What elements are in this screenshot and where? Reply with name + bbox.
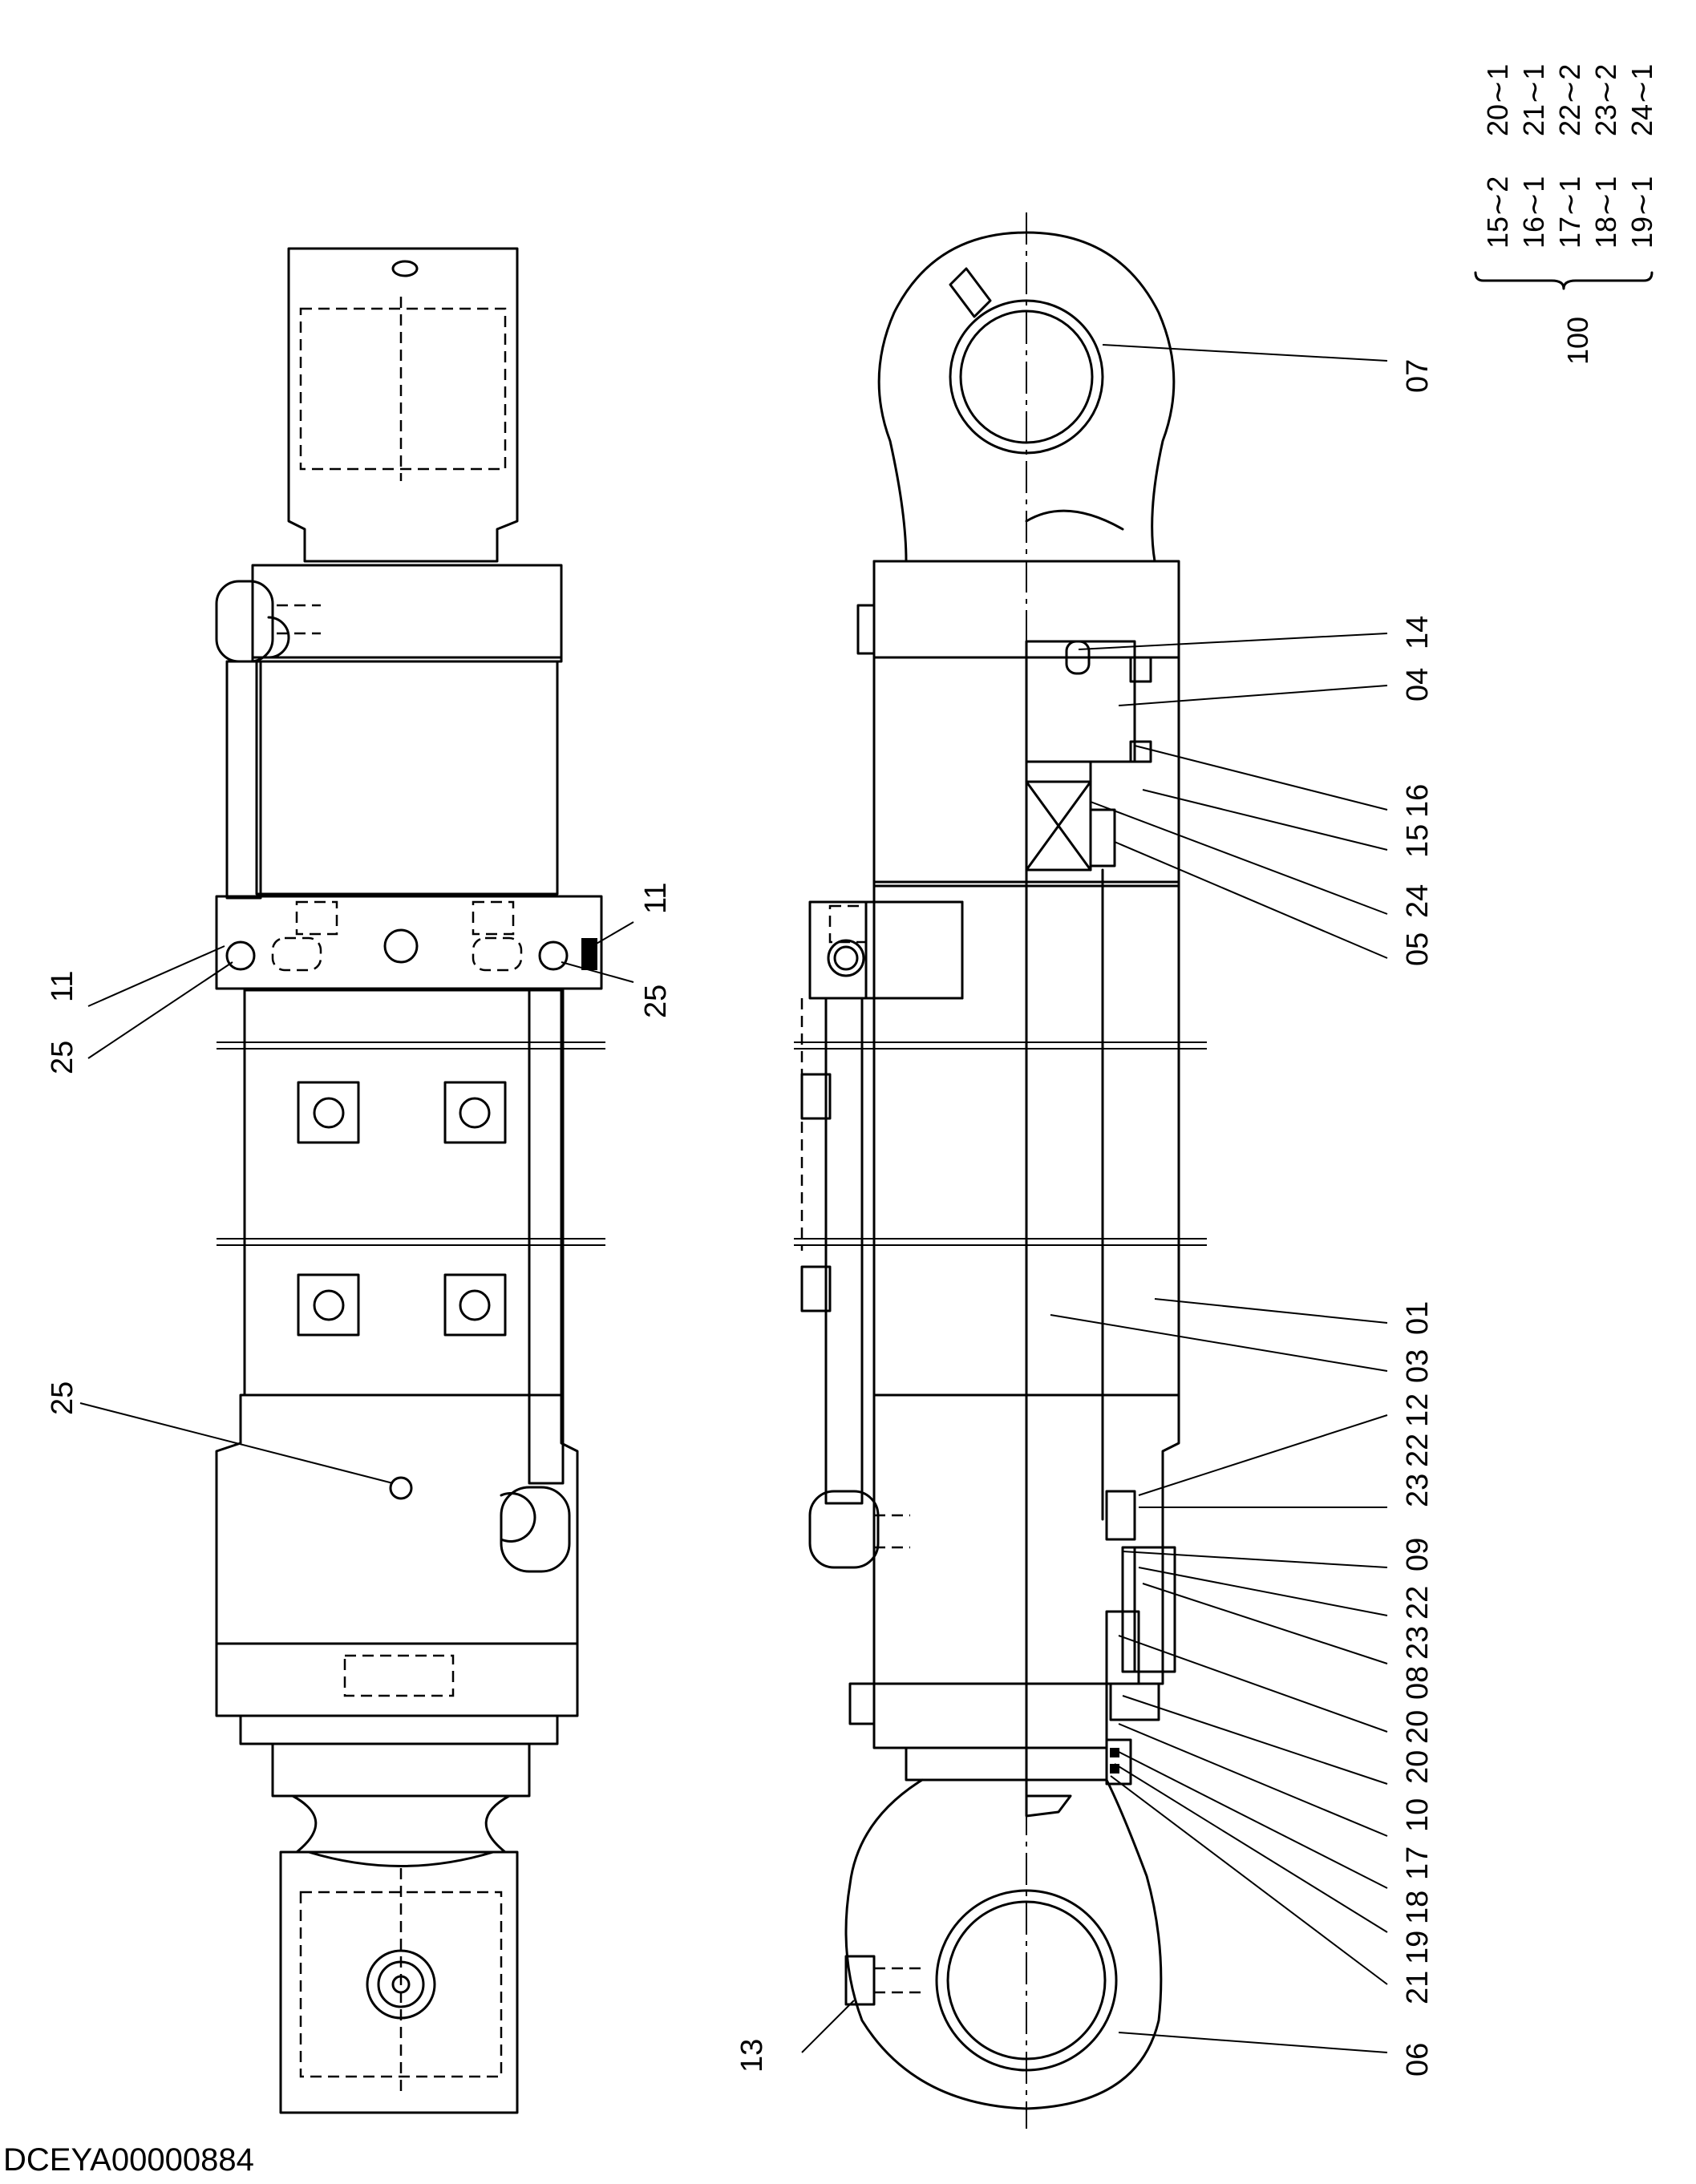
kit-item: 15∼2 [1481, 176, 1514, 249]
part-label: 23 [1401, 1474, 1435, 1507]
kit-item: 18∼1 [1589, 176, 1622, 249]
part-label: 06 [1401, 2043, 1435, 2077]
part-label: 12 [1401, 1393, 1435, 1427]
part-label: 19 [1401, 1931, 1435, 1964]
part-label: 05 [1401, 932, 1435, 966]
kit-item: 16∼1 [1517, 176, 1550, 249]
part-label: 25 [46, 1041, 79, 1074]
part-label: 25 [639, 985, 673, 1018]
part-label: 21 [1401, 1971, 1435, 2004]
kit-item: 24∼1 [1625, 64, 1658, 136]
part-label: 22 [1401, 1586, 1435, 1620]
kit-item: 19∼1 [1625, 176, 1658, 249]
part-label: 09 [1401, 1538, 1435, 1571]
part-label: 24 [1401, 884, 1435, 918]
cylinder-section-view [794, 212, 1207, 2129]
part-label: 16 [1401, 784, 1435, 818]
part-label: 10 [1401, 1798, 1435, 1832]
part-label: 01 [1401, 1301, 1435, 1335]
section-view-labels: 07 14 04 16 15 24 05 01 03 12 22 23 09 2… [735, 359, 1435, 2077]
kit-item: 17∼1 [1553, 176, 1586, 249]
part-label: 22 [1401, 1434, 1435, 1467]
part-label: 11 [46, 971, 79, 1002]
part-label: 15 [1401, 824, 1435, 858]
kit-item: 22∼2 [1553, 64, 1586, 136]
kit-item: 23∼2 [1589, 64, 1622, 136]
part-label: 20 [1401, 1750, 1435, 1784]
part-label: 23 [1401, 1626, 1435, 1660]
left-view-labels: 11 25 11 25 25 [46, 883, 673, 1415]
part-label: 03 [1401, 1349, 1435, 1383]
part-label: 17 [1401, 1846, 1435, 1880]
kit-item: 20∼1 [1481, 64, 1514, 136]
section-view-leaders [801, 344, 1388, 2053]
part-label: 07 [1401, 359, 1435, 393]
part-label: 04 [1401, 668, 1435, 702]
drawing-code: DCEYA00000884 [3, 2142, 254, 2178]
part-label: 13 [735, 2039, 769, 2073]
part-label: 18 [1401, 1891, 1435, 1924]
kit-list: 100 15∼2 16∼1 17∼1 18∼1 19∼1 20∼1 21∼1 2… [1474, 64, 1658, 365]
part-label: 14 [1401, 616, 1435, 649]
kit-item: 21∼1 [1517, 64, 1550, 136]
part-label: 25 [46, 1381, 79, 1415]
part-label: 11 [639, 883, 673, 914]
kit-number: 100 [1561, 317, 1594, 365]
part-label: 08 [1401, 1666, 1435, 1700]
left-view-leaders [79, 921, 634, 1484]
part-label: 20 [1401, 1710, 1435, 1744]
cylinder-outer-view [215, 247, 605, 2114]
